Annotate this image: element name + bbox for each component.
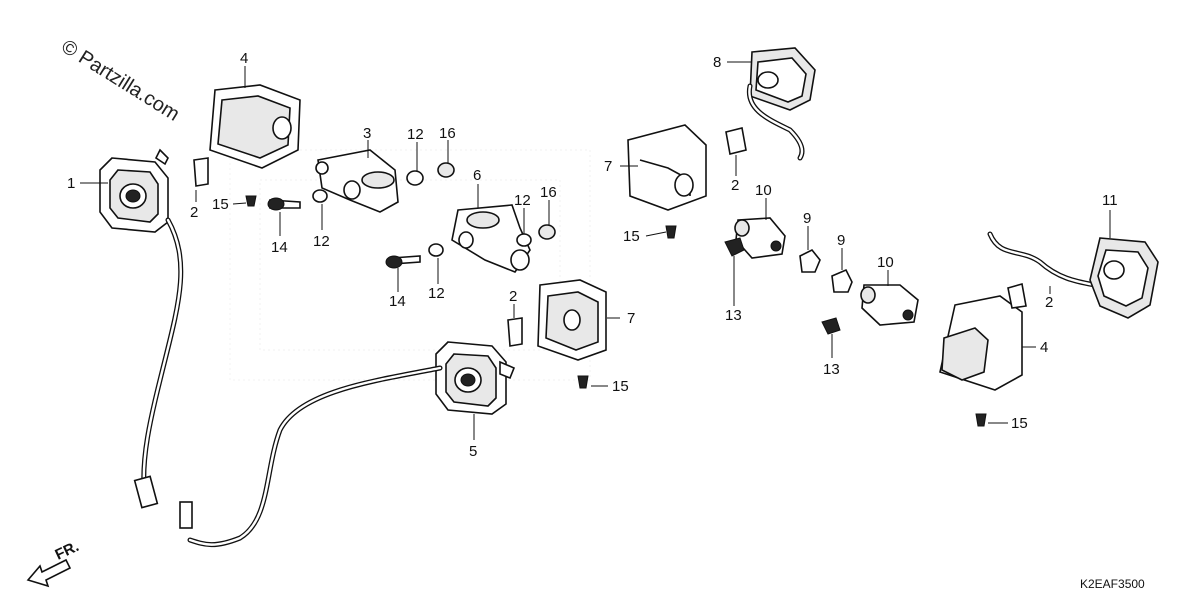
callout-10-b: 10 bbox=[877, 254, 894, 271]
part-13-grommet-lower bbox=[821, 317, 841, 335]
part-7-housing-lower bbox=[537, 279, 607, 361]
callout-12-b: 12 bbox=[407, 126, 424, 143]
part-15-screw-b bbox=[665, 225, 677, 239]
part-16-nut-a bbox=[437, 162, 455, 178]
part-12-washer-d bbox=[516, 233, 532, 247]
part-1-turn-signal-lamp bbox=[99, 148, 169, 233]
part-12-washer-c bbox=[428, 243, 444, 257]
callout-6: 6 bbox=[473, 167, 481, 184]
callout-7-upper: 7 bbox=[604, 158, 612, 175]
part-15-screw-a bbox=[245, 195, 257, 207]
callout-13-a: 13 bbox=[725, 307, 742, 324]
leader-lines bbox=[80, 61, 1111, 440]
callout-10-a: 10 bbox=[755, 182, 772, 199]
part-13-grommet-upper bbox=[724, 237, 745, 257]
callout-9-b: 9 bbox=[837, 232, 845, 249]
callout-4-left: 4 bbox=[240, 50, 248, 67]
diagram-code: K2EAF3500 bbox=[1080, 577, 1145, 591]
callout-2-b: 2 bbox=[509, 288, 517, 305]
part-10-socket-lower bbox=[860, 284, 919, 326]
part-5-turn-signal-lamp bbox=[435, 341, 516, 415]
callout-5: 5 bbox=[469, 443, 477, 460]
part-2-clip-c bbox=[725, 127, 747, 155]
part-11-rear-lamp bbox=[987, 231, 1159, 319]
part-12-washer-b bbox=[406, 170, 424, 186]
part-3-bracket bbox=[315, 149, 399, 213]
callout-2-d: 2 bbox=[1045, 294, 1053, 311]
part-16-nut-b bbox=[538, 224, 556, 240]
callout-labels: 1 4 3 2 15 14 12 12 16 6 12 16 14 12 2 7… bbox=[67, 50, 1118, 460]
callout-3: 3 bbox=[363, 125, 371, 142]
part-14-bolt-a bbox=[267, 197, 301, 211]
callout-12-d: 12 bbox=[428, 285, 445, 302]
callout-1: 1 bbox=[67, 175, 75, 192]
callout-12-c: 12 bbox=[514, 192, 531, 209]
part-15-screw-d bbox=[975, 413, 987, 427]
callout-16-a: 16 bbox=[439, 125, 456, 142]
callout-8: 8 bbox=[713, 54, 721, 71]
part-10-socket-upper bbox=[734, 217, 786, 259]
part-1-wire bbox=[133, 217, 184, 509]
part-9-bulb-lower bbox=[831, 268, 853, 293]
watermark-text: © Partzilla.com bbox=[57, 36, 183, 126]
direction-arrow-icon bbox=[26, 558, 72, 588]
part-2-clip-b bbox=[507, 317, 523, 347]
callout-16-b: 16 bbox=[540, 184, 557, 201]
callout-15-c: 15 bbox=[612, 378, 629, 395]
part-4-housing-right bbox=[939, 295, 1023, 391]
callout-4-right: 4 bbox=[1040, 339, 1048, 356]
callout-7-lower: 7 bbox=[627, 310, 635, 327]
background-watermark bbox=[229, 149, 591, 381]
callout-12-a: 12 bbox=[313, 233, 330, 250]
part-2-clip-a bbox=[193, 157, 209, 187]
part-6-bracket bbox=[451, 204, 531, 273]
callout-14-a: 14 bbox=[271, 239, 288, 256]
part-5-wire bbox=[179, 365, 443, 548]
part-8-rear-lamp bbox=[746, 47, 816, 161]
callout-15-d: 15 bbox=[1011, 415, 1028, 432]
callout-2-c: 2 bbox=[731, 177, 739, 194]
part-14-bolt-b bbox=[385, 255, 421, 269]
part-7-housing-upper bbox=[627, 124, 707, 211]
direction-indicator: FR. bbox=[26, 538, 82, 588]
part-2-clip-d bbox=[1007, 282, 1027, 309]
part-9-bulb-upper bbox=[799, 248, 821, 273]
callout-11: 11 bbox=[1102, 192, 1118, 209]
callout-15-a: 15 bbox=[212, 196, 229, 213]
callout-9-a: 9 bbox=[803, 210, 811, 227]
callout-15-b: 15 bbox=[623, 228, 640, 245]
part-4-housing-left bbox=[209, 84, 301, 169]
callout-13-b: 13 bbox=[823, 361, 840, 378]
callout-2-a: 2 bbox=[190, 204, 198, 221]
direction-label: FR. bbox=[53, 538, 82, 564]
callout-14-b: 14 bbox=[389, 293, 406, 310]
part-12-washer-a bbox=[312, 189, 328, 203]
part-15-screw-c bbox=[577, 375, 589, 389]
